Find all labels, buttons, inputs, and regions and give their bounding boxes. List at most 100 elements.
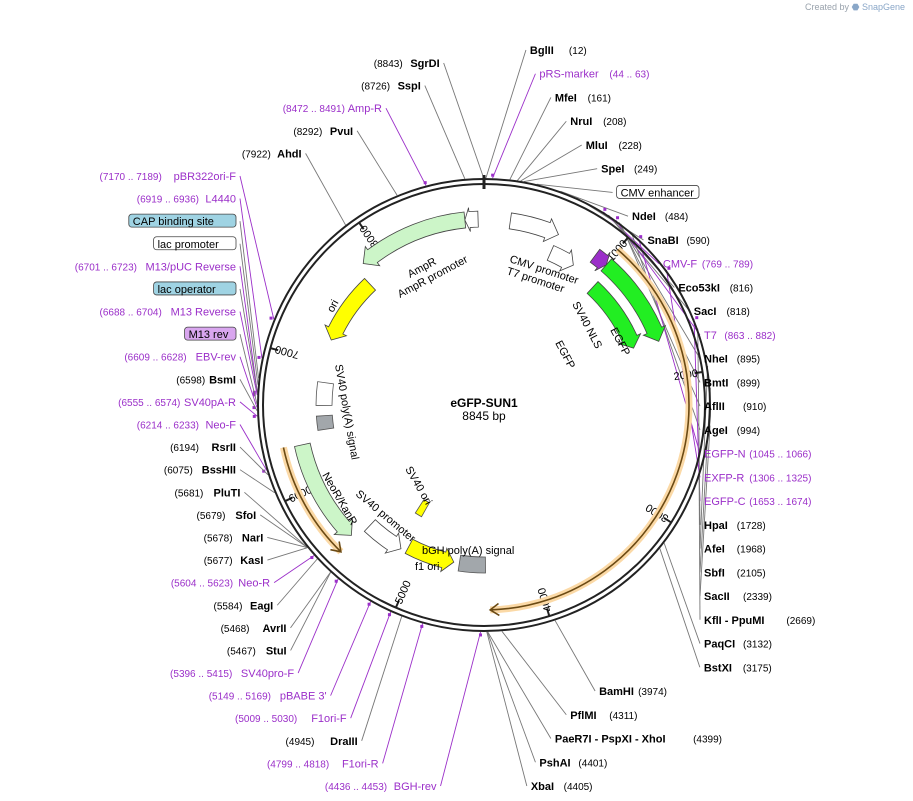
site-sfoi[interactable]: SfoI(5679) [197, 510, 257, 522]
site-name: PaeR7I - PspXI - XhoI [555, 734, 666, 746]
site-name: PshAI [539, 757, 570, 769]
site-exfp-r[interactable]: EXFP-R(1306 .. 1325) [704, 472, 811, 484]
site-name: BstXI [704, 662, 732, 674]
site-paqci[interactable]: PaqCI(3132) [704, 639, 772, 651]
site-f1ori-r[interactable]: F1ori-R(4799 .. 4818) [267, 758, 379, 770]
site-nrui[interactable]: NruI(208) [570, 116, 626, 128]
site-bsmi[interactable]: BsmI(6598) [176, 374, 236, 386]
site-spei[interactable]: SpeI(249) [601, 164, 657, 176]
site-bamhi[interactable]: BamHI(3974) [599, 686, 667, 698]
site-eagi[interactable]: EagI(5584) [214, 600, 274, 612]
site-mfei[interactable]: MfeI(161) [555, 92, 611, 104]
site-f1ori-f[interactable]: F1ori-F(5009 .. 5030) [235, 713, 347, 725]
feature-lac-cluster-13[interactable] [315, 381, 334, 406]
site-pflmi[interactable]: PflMI(4311) [570, 710, 637, 722]
site-ebv-rev[interactable]: EBV-rev(6609 .. 6628) [124, 352, 236, 364]
site-bsshii[interactable]: BssHII(6075) [164, 465, 236, 477]
feature-f1-ori-7[interactable] [404, 538, 455, 573]
site-snabi[interactable]: SnaBI(590) [647, 235, 709, 247]
site-lac-promoter[interactable]: lac promoter [153, 236, 237, 251]
site-position: (3132) [743, 640, 772, 651]
site-m13-reverse[interactable]: M13 Reverse(6688 .. 6704) [100, 307, 236, 319]
tick-mark [358, 222, 365, 230]
site-position: (6555 .. 6574) [118, 398, 180, 409]
site-pluti[interactable]: PluTI(5681) [174, 487, 240, 499]
site-bstxi[interactable]: BstXI(3175) [704, 662, 772, 674]
site-nari[interactable]: NarI(5678) [204, 532, 264, 544]
site-sacii[interactable]: SacII(2339) [704, 591, 772, 603]
site-neo-f[interactable]: Neo-F(6214 .. 6233) [137, 420, 237, 432]
feature-egfp-3[interactable] [600, 258, 667, 342]
site-pbabe-3[interactable]: pBABE 3'(5149 .. 5169) [209, 691, 327, 703]
site-m13-puc-reverse[interactable]: M13/pUC Reverse(6701 .. 6723) [75, 261, 236, 273]
site-pbr322ori-f[interactable]: pBR322ori-F(7170 .. 7189) [100, 171, 237, 183]
feature-neor-orange-10[interactable] [282, 447, 342, 553]
feature-sv40-promoter-8[interactable] [363, 519, 402, 554]
site-bmti[interactable]: BmtI(899) [704, 377, 760, 389]
site-bglii[interactable]: BglII(12) [530, 45, 587, 57]
site-sv40pa-r[interactable]: SV40pA-R(6555 .. 6574) [118, 397, 236, 409]
site-eco53ki[interactable]: Eco53kI(816) [678, 282, 753, 294]
site-kfli-ppumi[interactable]: KflI - PpuMI(2669) [704, 615, 815, 627]
feature-egfp-4[interactable] [586, 281, 642, 349]
feature-ori-14[interactable] [324, 277, 377, 341]
site-sbfi[interactable]: SbfI(2105) [704, 567, 766, 579]
site-bgh-rev[interactable]: BGH-rev(4436 .. 4453) [325, 781, 437, 793]
site-position: (910) [743, 402, 766, 413]
site-nhei[interactable]: NheI(895) [704, 354, 760, 366]
site-amp-r[interactable]: Amp-R(8472 .. 8491) [283, 103, 382, 115]
site-pshai[interactable]: PshAI(4401) [539, 757, 607, 769]
site-xbai[interactable]: XbaI(4405) [531, 781, 593, 793]
site-avrii[interactable]: AvrII(5468) [221, 623, 287, 635]
site-mlui[interactable]: MluI(228) [586, 140, 642, 152]
site-egfp-n[interactable]: EGFP-N(1045 .. 1066) [704, 449, 811, 461]
feature-ampr-15[interactable] [362, 211, 467, 267]
feature-bgh-poly-a-signal-6[interactable] [457, 554, 486, 574]
site-ndei[interactable]: NdeI(484) [632, 211, 688, 223]
site-cap-binding-site[interactable]: CAP binding site [128, 213, 237, 228]
site-aflii[interactable]: AflII(910) [704, 401, 766, 413]
site-name: pRS-marker [539, 69, 599, 81]
feature-sun1-5[interactable] [490, 248, 690, 611]
site-saci[interactable]: SacI(818) [694, 306, 750, 318]
site-position: (769 .. 789) [702, 260, 753, 271]
feature-label-sv40-nls: SV40 NLS [569, 300, 604, 351]
site-hpai[interactable]: HpaI(1728) [704, 520, 766, 532]
site-name: CMV-F [663, 259, 698, 271]
site-cmv-f[interactable]: CMV-F (769 .. 789) [663, 259, 753, 271]
feature-t7-promoter-1[interactable] [546, 245, 574, 272]
site-neo-r[interactable]: Neo-R(5604 .. 5623) [171, 578, 270, 590]
site-sspi[interactable]: SspI(8726) [361, 81, 421, 93]
feature-sv40-nls-2[interactable] [589, 248, 611, 272]
site-l4440[interactable]: L4440(6919 .. 6936) [137, 194, 236, 206]
leader-line [239, 401, 258, 417]
site-m13-rev[interactable]: M13 rev [184, 326, 237, 341]
site-position: (208) [603, 117, 626, 128]
feature-cmv-promoter-0[interactable] [508, 212, 560, 243]
site-kasi[interactable]: KasI(5677) [204, 555, 264, 567]
site-position: (8843) [374, 59, 403, 70]
feature-sv40-ori-11[interactable] [414, 498, 430, 518]
site-name: T7 [704, 330, 717, 342]
site-egfp-c[interactable]: EGFP-C(1653 .. 1674) [704, 496, 811, 508]
site-cmv-enhancer[interactable]: CMV enhancer [616, 185, 700, 199]
feature-ampr-promoter-16[interactable] [464, 207, 479, 232]
site-position: (161) [588, 93, 611, 104]
site-t7[interactable]: T7(863 .. 882) [704, 330, 776, 342]
site-rsrii[interactable]: RsrII(6194) [170, 442, 236, 454]
site-stui[interactable]: StuI(5467) [227, 645, 287, 657]
site-sv40pro-f[interactable]: SV40pro-F(5396 .. 5415) [170, 668, 294, 680]
site-pvui[interactable]: PvuI(8292) [293, 126, 353, 138]
site-prs-marker[interactable]: pRS-marker(44 .. 63) [539, 69, 649, 81]
site-ahdi[interactable]: AhdI(7922) [242, 148, 302, 160]
site-paer7i-pspxi-xhoi[interactable]: PaeR7I - PspXI - XhoI(4399) [555, 734, 722, 746]
site-lac-operator[interactable]: lac operator [153, 281, 237, 296]
feature-neor-kanr-9[interactable] [294, 442, 353, 536]
feature-sv40-poly-a-signal-12[interactable] [315, 414, 335, 431]
site-agei[interactable]: AgeI(994) [704, 425, 760, 437]
site-afei[interactable]: AfeI(1968) [704, 544, 766, 556]
site-draiii[interactable]: DraIII(4945) [286, 736, 358, 748]
site-sgrdi[interactable]: SgrDI(8843) [374, 58, 440, 70]
primer-mark [257, 355, 261, 359]
